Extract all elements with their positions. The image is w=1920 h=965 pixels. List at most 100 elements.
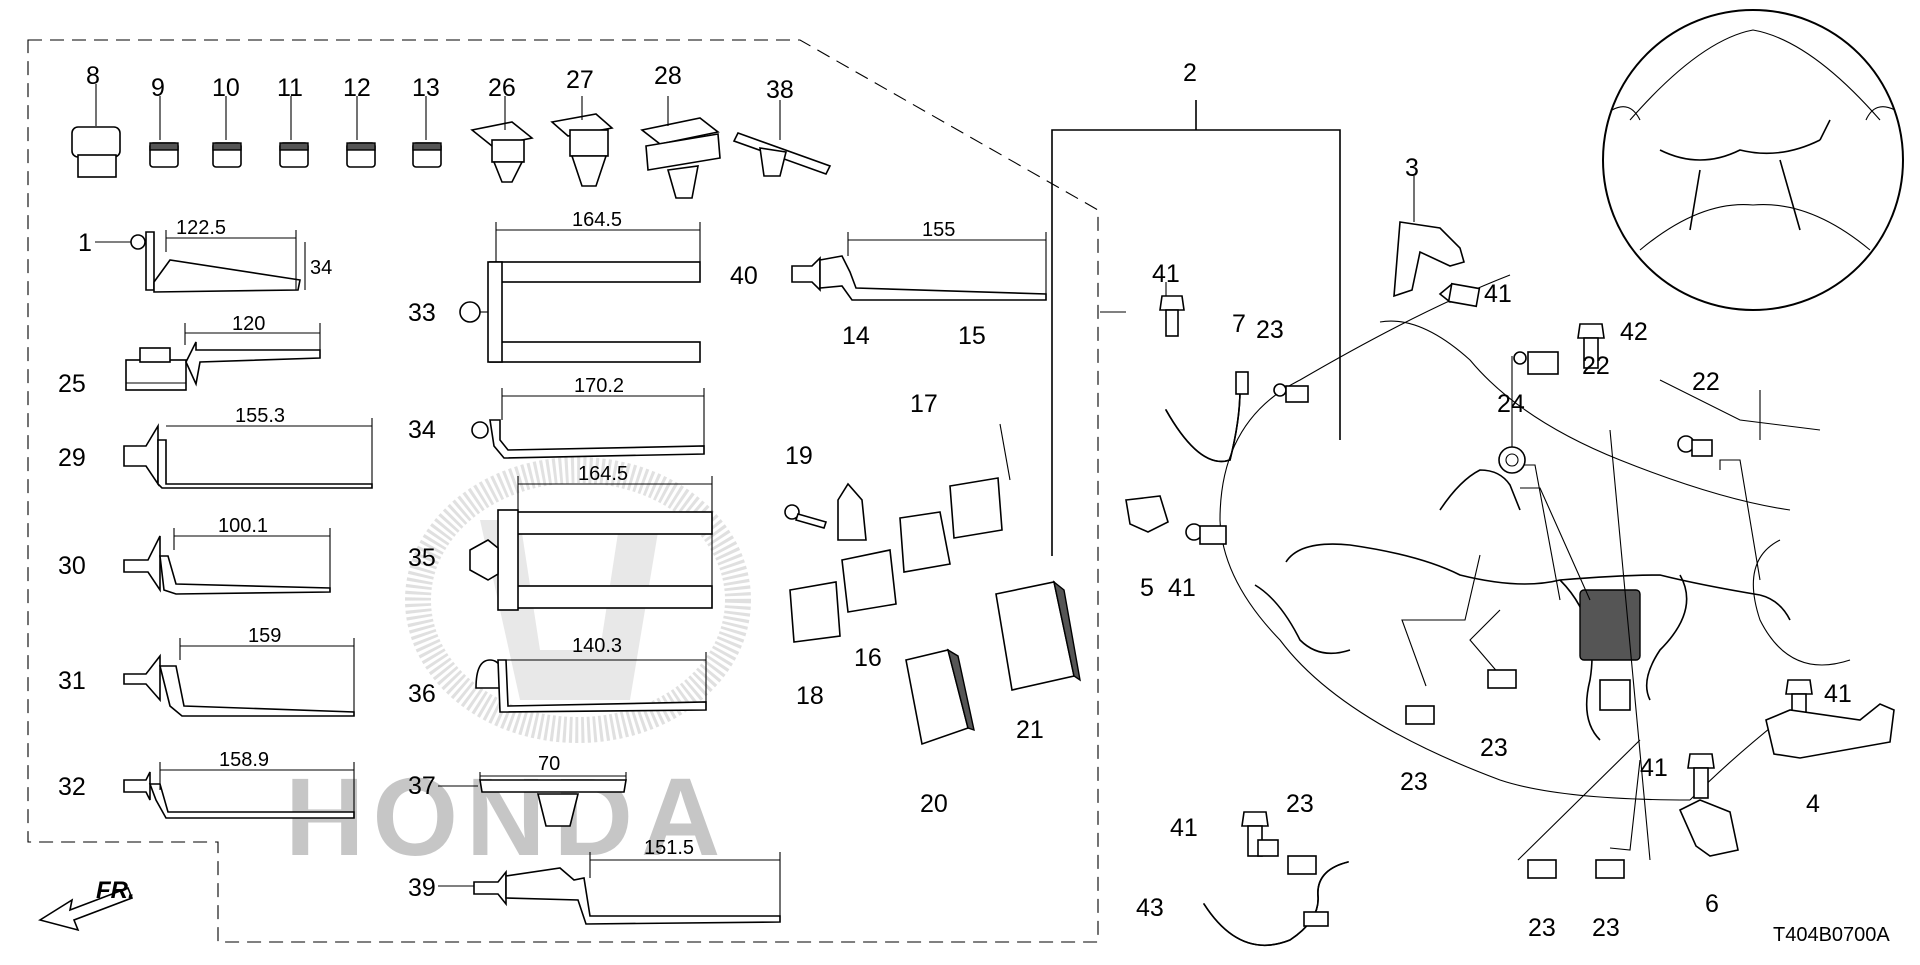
callout-12: 12 bbox=[343, 74, 371, 102]
callout-37: 37 bbox=[408, 772, 436, 800]
callout-14: 14 bbox=[842, 322, 870, 350]
clip-38 bbox=[732, 132, 832, 177]
callout-16: 16 bbox=[854, 644, 882, 672]
ground-cable-43 bbox=[1203, 839, 1349, 947]
clip-26 bbox=[470, 121, 534, 183]
bracket-3 bbox=[1393, 221, 1465, 298]
callout-32: 32 bbox=[58, 773, 86, 801]
callout-27: 27 bbox=[566, 66, 594, 94]
clip-28 bbox=[640, 117, 721, 199]
callout-21: 21 bbox=[1016, 716, 1044, 744]
leader-2 bbox=[1051, 129, 1341, 556]
fuse-10 bbox=[212, 142, 242, 168]
dim-140-3: 140.3 bbox=[572, 635, 622, 657]
callout-23f: 23 bbox=[1286, 790, 1314, 818]
bracket-6 bbox=[1678, 799, 1739, 857]
callout-23a: 23 bbox=[1256, 316, 1284, 344]
dim-120: 120 bbox=[232, 313, 265, 335]
callout-6: 6 bbox=[1705, 890, 1719, 918]
callout-2: 2 bbox=[1183, 59, 1197, 87]
callout-18: 18 bbox=[796, 682, 824, 710]
bolt-23-c bbox=[1487, 669, 1517, 689]
callout-1: 1 bbox=[78, 229, 92, 257]
dim-155-3: 155.3 bbox=[235, 405, 285, 427]
dim-34: 34 bbox=[310, 257, 332, 279]
bolt-41-c bbox=[1185, 523, 1227, 545]
band-clip-29 bbox=[123, 423, 373, 489]
callout-31: 31 bbox=[58, 667, 86, 695]
direction-label: FR. bbox=[96, 877, 135, 904]
callout-5: 5 bbox=[1140, 574, 1154, 602]
callout-29: 29 bbox=[58, 444, 86, 472]
callout-17: 17 bbox=[910, 390, 938, 418]
bracket-5 bbox=[1125, 495, 1169, 533]
dim-159: 159 bbox=[248, 625, 281, 647]
callout-35: 35 bbox=[408, 544, 436, 572]
band-clip-25 bbox=[125, 341, 321, 391]
callout-15: 15 bbox=[958, 322, 986, 350]
bolt-22-a bbox=[1513, 351, 1559, 375]
cover-16 bbox=[841, 549, 897, 613]
callout-43: 43 bbox=[1136, 894, 1164, 922]
callout-22a: 22 bbox=[1582, 352, 1610, 380]
fuse-clip-8 bbox=[71, 126, 121, 178]
bracket-clip-37 bbox=[479, 779, 627, 827]
callout-38: 38 bbox=[766, 76, 794, 104]
cover-18 bbox=[789, 581, 841, 643]
fuse-12 bbox=[346, 142, 376, 168]
callout-28: 28 bbox=[654, 62, 682, 90]
dim-155: 155 bbox=[922, 219, 955, 241]
callout-42: 42 bbox=[1620, 318, 1648, 346]
callout-22b: 22 bbox=[1692, 368, 1720, 396]
callout-23c: 23 bbox=[1480, 734, 1508, 762]
fuse-9 bbox=[149, 142, 179, 168]
dim-164-5-b: 164.5 bbox=[578, 463, 628, 485]
callout-41c: 41 bbox=[1168, 574, 1196, 602]
callout-23e: 23 bbox=[1592, 914, 1620, 942]
bolt-23-e bbox=[1595, 859, 1625, 879]
callout-7: 7 bbox=[1232, 310, 1246, 338]
tie-34 bbox=[471, 419, 705, 459]
screw-19 bbox=[784, 504, 828, 529]
callout-26: 26 bbox=[488, 74, 516, 102]
control-unit-20 bbox=[905, 648, 975, 746]
callout-41d: 41 bbox=[1824, 680, 1852, 708]
callout-41a: 41 bbox=[1152, 260, 1180, 288]
bolt-23-f bbox=[1287, 855, 1317, 875]
bolt-23-d bbox=[1527, 859, 1557, 879]
callout-8: 8 bbox=[86, 62, 100, 90]
dim-151-5: 151.5 bbox=[644, 837, 694, 859]
bolt-23-b bbox=[1405, 705, 1435, 725]
bolt-41-e bbox=[1687, 753, 1715, 799]
callout-41e: 41 bbox=[1640, 754, 1668, 782]
spring-clip-14 bbox=[837, 482, 867, 541]
dim-158-9: 158.9 bbox=[219, 749, 269, 771]
engine-bay-outline bbox=[1219, 274, 1691, 801]
double-tie-33 bbox=[459, 261, 701, 363]
band-clip-31 bbox=[123, 653, 355, 717]
vehicle-inset bbox=[1602, 9, 1904, 311]
dim-164-5-a: 164.5 bbox=[572, 209, 622, 231]
fuse-11 bbox=[279, 142, 309, 168]
dim-122-5: 122.5 bbox=[176, 217, 226, 239]
bolt-41-b bbox=[1438, 282, 1481, 308]
front-direction-arrow bbox=[38, 886, 134, 932]
dim-170-2: 170.2 bbox=[574, 375, 624, 397]
grommet-24 bbox=[1498, 446, 1526, 474]
cover-17 bbox=[899, 511, 951, 573]
bolt-22-b bbox=[1677, 435, 1713, 457]
dim-100-1: 100.1 bbox=[218, 515, 268, 537]
callout-40: 40 bbox=[730, 262, 758, 290]
callout-20: 20 bbox=[920, 790, 948, 818]
fuse-13 bbox=[412, 142, 442, 168]
callout-33: 33 bbox=[408, 299, 436, 327]
diagram-code: T404B0700A bbox=[1773, 924, 1890, 946]
callout-9: 9 bbox=[151, 74, 165, 102]
tie-40 bbox=[791, 255, 1047, 301]
dim-70: 70 bbox=[538, 753, 560, 775]
callout-30: 30 bbox=[58, 552, 86, 580]
callout-41b: 41 bbox=[1484, 280, 1512, 308]
band-clip-1 bbox=[95, 231, 301, 293]
